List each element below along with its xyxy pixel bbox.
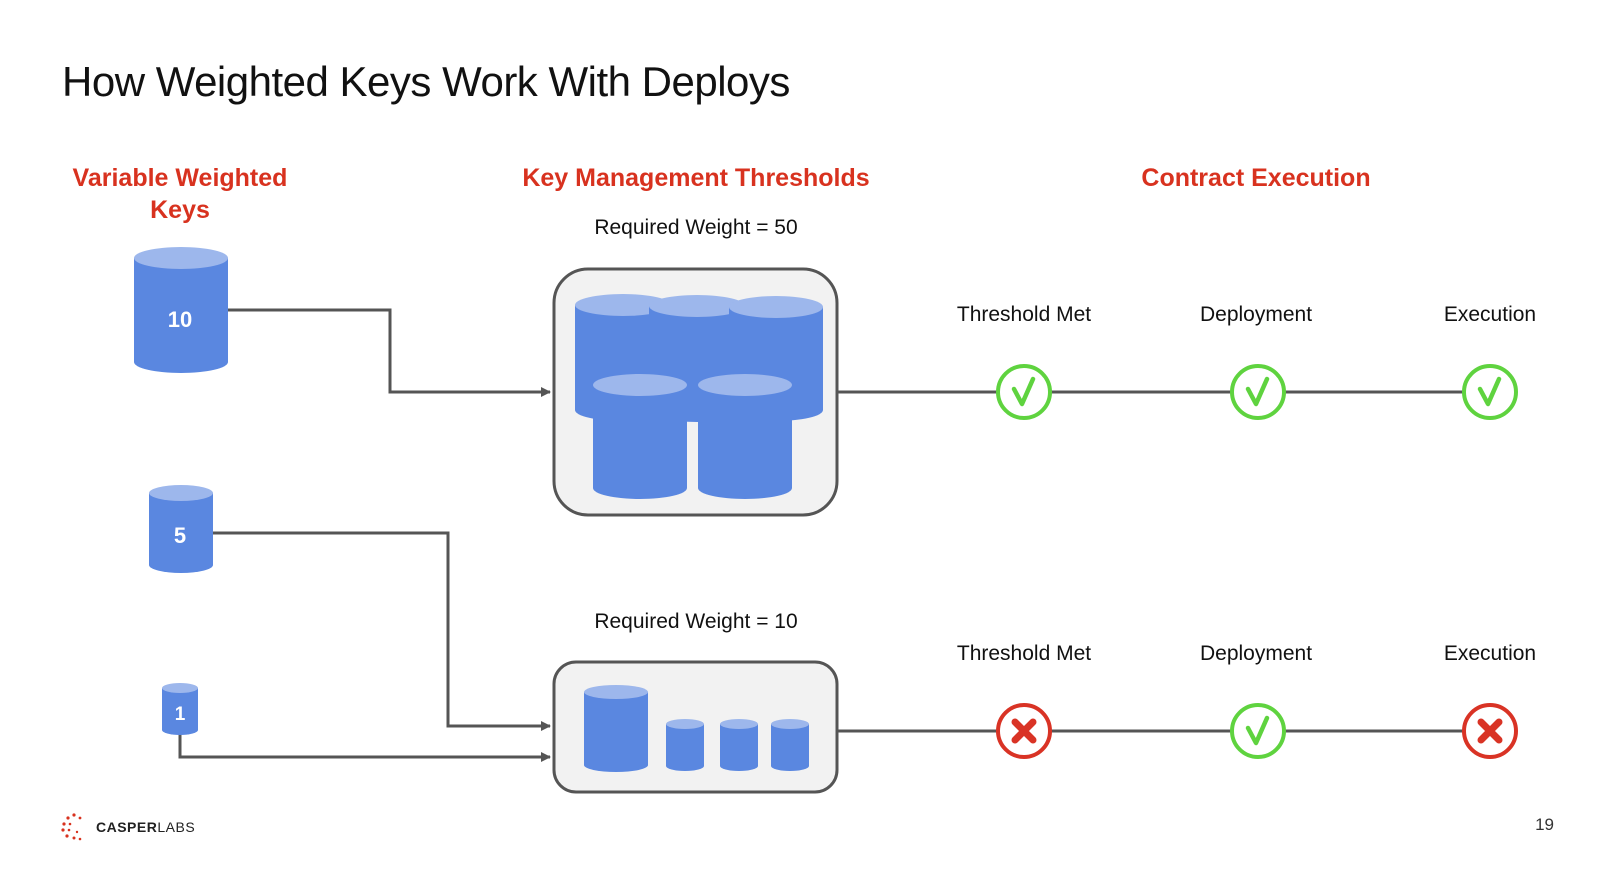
brand-light: LABS (157, 819, 196, 835)
slide-title: How Weighted Keys Work With Deploys (62, 58, 790, 105)
key-weight-5: 5 (174, 523, 186, 548)
required-weight-label-2: Required Weight = 10 (594, 610, 798, 633)
brand-bold: CASPER (96, 819, 158, 835)
stage-label-threshold-met-1: Threshold Met (956, 303, 1092, 326)
stage-label-deployment-1: Deployment (1199, 303, 1313, 326)
check-icon-execution-1 (1462, 364, 1518, 420)
stage-label-execution-1: Execution (1443, 303, 1537, 326)
casperlabs-logo-icon (61, 813, 82, 841)
page-number: 19 (1535, 815, 1554, 834)
check-icon-threshold-met-1 (996, 364, 1052, 420)
key-cylinder-10: 10 (134, 247, 228, 373)
section-heading-execution: Contract Execution (1141, 164, 1371, 192)
connector-key-1 (178, 733, 551, 762)
brand-wordmark: CASPERLABS (96, 819, 195, 835)
cross-icon-execution-2 (1462, 703, 1518, 759)
key-weight-1: 1 (175, 704, 186, 725)
stage-label-threshold-met-2: Threshold Met (956, 642, 1092, 665)
pooled-keys-2 (584, 685, 809, 772)
key-cylinder-5: 5 (149, 485, 213, 573)
cross-icon-threshold-met-2 (996, 703, 1052, 759)
check-icon-deployment-1 (1230, 364, 1286, 420)
stage-label-deployment-2: Deployment (1199, 642, 1313, 665)
casperlabs-logo: CASPERLABS (60, 812, 195, 842)
connector-key-5 (213, 531, 551, 731)
key-cylinder-1: 1 (162, 683, 198, 735)
required-weight-label-1: Required Weight = 50 (594, 216, 798, 239)
connector-key-10 (228, 308, 551, 397)
pooled-keys-1 (575, 294, 823, 499)
section-heading-keys: Variable Weighted Keys (72, 164, 288, 224)
status-indicators (996, 364, 1518, 759)
key-weight-10: 10 (168, 307, 192, 332)
stage-label-execution-2: Execution (1443, 642, 1537, 665)
section-heading-thresholds: Key Management Thresholds (522, 164, 870, 192)
check-icon-deployment-2 (1230, 703, 1286, 759)
